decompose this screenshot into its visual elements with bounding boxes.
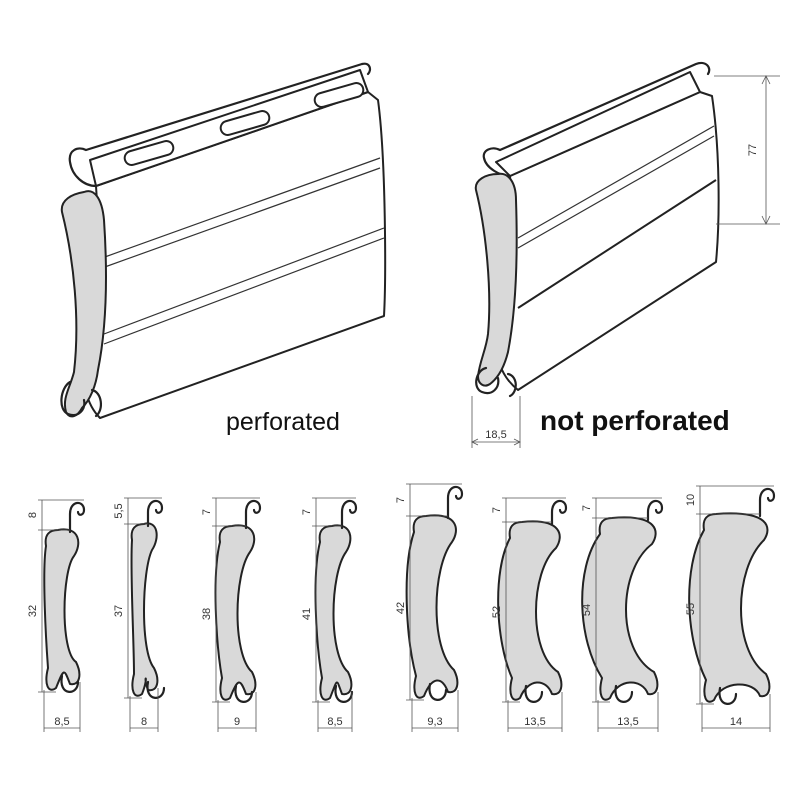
profile-bottom-hook bbox=[60, 674, 80, 693]
profile-3: 7 38 9 bbox=[201, 497, 262, 732]
profile-top-hook bbox=[758, 487, 776, 518]
profile-bottom-hook bbox=[428, 682, 448, 701]
slot-2 bbox=[219, 110, 271, 136]
profile-body bbox=[130, 522, 159, 697]
dimension-thickness-label: 18,5 bbox=[485, 429, 506, 441]
slot-3 bbox=[313, 82, 365, 108]
profile-bottom-hook bbox=[146, 680, 166, 699]
profile-bottom-hook bbox=[614, 684, 634, 703]
profile-1: 8 32 8,5 bbox=[27, 499, 86, 732]
profile-width-dimension: 13,5 bbox=[617, 716, 638, 728]
profile-hook-dimension: 8 bbox=[27, 512, 39, 518]
profile-height-dimension: 38 bbox=[201, 608, 213, 620]
not-perforated-slat-illustration bbox=[474, 61, 720, 398]
profile-8: 10 55 14 bbox=[685, 485, 776, 732]
profile-body bbox=[214, 524, 257, 701]
profile-body bbox=[688, 512, 771, 703]
profile-width-dimension: 9,3 bbox=[427, 716, 442, 728]
profile-hook-dimension: 7 bbox=[581, 505, 593, 511]
profile-body bbox=[581, 516, 659, 701]
profile-4: 7 41 8,5 bbox=[301, 497, 358, 732]
profile-top-hook bbox=[146, 499, 164, 528]
profile-width-dimension: 8,5 bbox=[327, 716, 342, 728]
profile-height-dimension: 32 bbox=[27, 605, 39, 617]
profile-height-dimension: 41 bbox=[301, 608, 313, 620]
profile-bottom-hook bbox=[234, 684, 254, 703]
profile-height-dimension: 37 bbox=[113, 605, 125, 617]
perforated-slat-illustration bbox=[60, 62, 387, 419]
caption-not-perforated: not perforated bbox=[540, 405, 730, 436]
profile-hook-dimension: 10 bbox=[685, 494, 697, 506]
profile-top-hook bbox=[340, 499, 358, 530]
profile-hook-dimension: 7 bbox=[301, 509, 313, 515]
slot-1 bbox=[123, 140, 175, 166]
profile-height-dimension: 42 bbox=[395, 602, 407, 614]
profile-height-dimension: 54 bbox=[581, 604, 593, 616]
profile-bottom-hook bbox=[718, 686, 738, 705]
profile-top-hook bbox=[446, 485, 464, 520]
profile-body bbox=[405, 514, 459, 699]
profile-bottom-hook bbox=[524, 684, 544, 703]
profile-sections: 8 32 8,5 5,5 37 8 7 38 9 7 41 8,5 7 42 9,3 7 52 13,5 7 54 13… bbox=[27, 483, 776, 732]
profile-hook-dimension: 7 bbox=[395, 497, 407, 503]
profile-5: 7 42 9,3 bbox=[395, 483, 464, 732]
profile-body bbox=[43, 528, 81, 691]
profile-height-dimension: 52 bbox=[491, 606, 503, 618]
profile-width-dimension: 9 bbox=[234, 716, 240, 728]
dimension-height: 77 bbox=[714, 75, 780, 225]
profile-height-dimension: 55 bbox=[685, 603, 697, 615]
profile-top-hook bbox=[68, 501, 86, 534]
profile-top-hook bbox=[550, 499, 568, 526]
profile-width-dimension: 14 bbox=[730, 716, 742, 728]
profile-hook-dimension: 7 bbox=[201, 509, 213, 515]
dimension-height-label: 77 bbox=[747, 144, 759, 156]
profile-width-dimension: 8 bbox=[141, 716, 147, 728]
profile-body bbox=[497, 520, 563, 701]
profile-top-hook bbox=[646, 499, 664, 522]
caption-perforated: perforated bbox=[226, 408, 340, 436]
profile-hook-dimension: 7 bbox=[491, 507, 503, 513]
dimension-thickness: 18,5 bbox=[471, 396, 521, 448]
profile-width-dimension: 8,5 bbox=[54, 716, 69, 728]
profile-bottom-hook bbox=[334, 684, 354, 703]
profile-body bbox=[314, 524, 353, 701]
profile-top-hook bbox=[244, 499, 262, 530]
profile-6: 7 52 13,5 bbox=[491, 497, 568, 732]
profile-width-dimension: 13,5 bbox=[524, 716, 545, 728]
profile-7: 7 54 13,5 bbox=[581, 497, 664, 732]
profile-hook-dimension: 5,5 bbox=[113, 503, 125, 518]
profile-2: 5,5 37 8 bbox=[113, 497, 166, 732]
